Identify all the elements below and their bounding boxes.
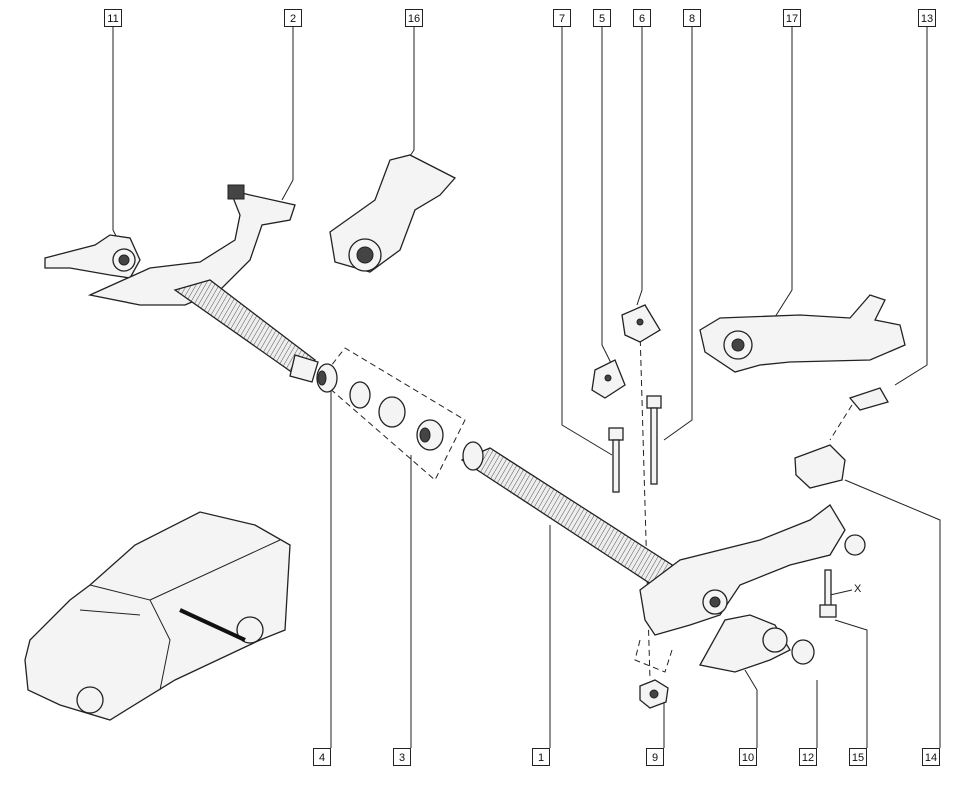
part-5-plate bbox=[591, 359, 626, 399]
callout-17: 17 bbox=[783, 9, 801, 27]
detail-mark-x: X bbox=[854, 583, 862, 595]
leader-lines bbox=[112, 27, 941, 748]
part-9-nut bbox=[639, 679, 669, 709]
part-right-axle-arm bbox=[639, 504, 866, 636]
part-6-plate bbox=[621, 304, 661, 343]
callout-2: 2 bbox=[284, 9, 302, 27]
part-3-bush-kit bbox=[349, 381, 444, 451]
part-10-bracket bbox=[698, 614, 791, 673]
part-4-bush bbox=[316, 363, 338, 393]
part-2-cross-member bbox=[87, 184, 319, 383]
part-7-bolt bbox=[608, 427, 624, 493]
callout-11: 11 bbox=[104, 9, 122, 27]
callout-10: 10 bbox=[739, 748, 757, 766]
callout-15: 15 bbox=[849, 748, 867, 766]
part-1-axle-tube bbox=[460, 441, 682, 591]
callout-9: 9 bbox=[646, 748, 664, 766]
part-8-bolt bbox=[646, 395, 662, 485]
callout-8: 8 bbox=[683, 9, 701, 27]
part-12-bush bbox=[791, 639, 815, 665]
part-16-arm-bracket bbox=[329, 154, 457, 273]
part-14-pad bbox=[794, 444, 846, 489]
part-13-clip bbox=[848, 387, 889, 411]
callout-16: 16 bbox=[405, 9, 423, 27]
callout-14: 14 bbox=[922, 748, 940, 766]
callout-13: 13 bbox=[918, 9, 936, 27]
part-15-bolt bbox=[819, 569, 837, 618]
part-17-trailing-arm bbox=[699, 294, 906, 373]
callout-3: 3 bbox=[393, 748, 411, 766]
callout-1: 1 bbox=[532, 748, 550, 766]
callout-7: 7 bbox=[553, 9, 571, 27]
part-11-mounting-bracket bbox=[44, 234, 141, 279]
vehicle-location-illustration bbox=[24, 511, 291, 721]
callout-6: 6 bbox=[633, 9, 651, 27]
callout-5: 5 bbox=[593, 9, 611, 27]
callout-4: 4 bbox=[313, 748, 331, 766]
callout-12: 12 bbox=[799, 748, 817, 766]
